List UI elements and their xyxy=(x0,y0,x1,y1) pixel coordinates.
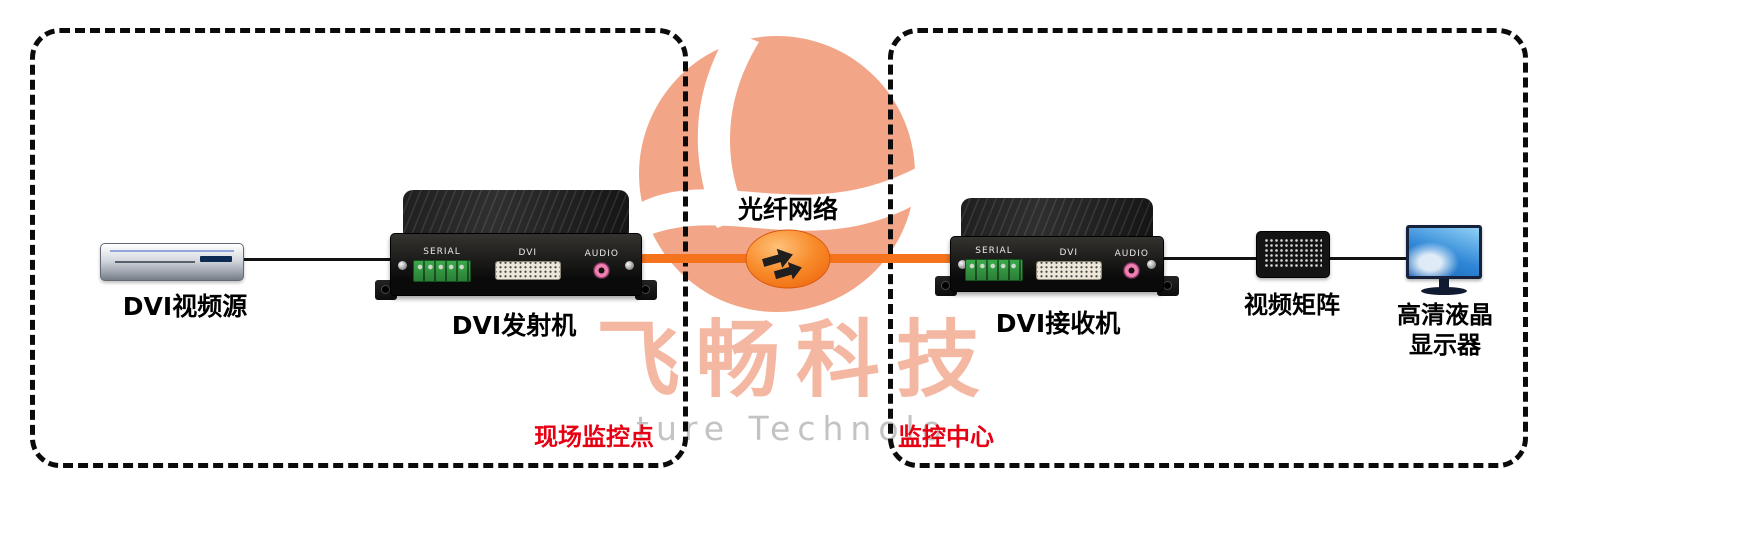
dvi-port: DVI xyxy=(494,248,561,281)
serial-terminal-block xyxy=(413,259,471,282)
monitor-label-line1: 高清液晶 xyxy=(1397,301,1493,329)
audio-port: AUDIO xyxy=(584,249,619,280)
matrix-vent-grid xyxy=(1264,238,1322,269)
dvd-display-panel xyxy=(200,255,232,262)
serial-terminal-block xyxy=(965,259,1023,281)
source-label: DVI视频源 xyxy=(122,292,248,321)
center-zone-label: 监控中心 xyxy=(898,423,994,451)
matrix-label: 视频矩阵 xyxy=(1244,291,1340,319)
site-zone-label: 现场监控点 xyxy=(534,423,654,451)
serial-port: SERIAL xyxy=(965,247,1023,281)
audio-jack xyxy=(593,262,611,280)
audio-jack xyxy=(1123,261,1141,279)
cable-source-to-transmitter xyxy=(240,258,392,261)
dvi-port-label: DVI xyxy=(1059,247,1079,258)
transmitter-front-panel: SERIAL DVI AUDIO xyxy=(390,233,642,296)
monitor-neck xyxy=(1439,279,1449,288)
serial-port-label: SERIAL xyxy=(975,246,1013,256)
dvi-connector xyxy=(1035,260,1102,280)
dvd-accent-strip xyxy=(109,250,235,253)
monitor-label-line2: 显示器 xyxy=(1409,331,1481,359)
screw-icon xyxy=(398,260,407,270)
hd-lcd-monitor-device xyxy=(1406,225,1482,301)
dvd-disc-tray xyxy=(115,260,195,263)
audio-port-label: AUDIO xyxy=(1114,248,1149,259)
dvi-transmitter-device: SERIAL DVI AUDIO xyxy=(375,190,657,302)
receiver-label: DVI接收机 xyxy=(995,309,1121,338)
center-zone-box xyxy=(888,28,1528,468)
dvi-port-label: DVI xyxy=(518,248,538,259)
receiver-front-panel: SERIAL DVI AUDIO xyxy=(950,236,1164,292)
screw-icon xyxy=(625,260,634,270)
cable-matrix-to-monitor xyxy=(1327,257,1410,260)
fiber-network-label: 光纤网络 xyxy=(737,195,838,224)
dvi-port: DVI xyxy=(1035,247,1102,280)
brand-name-watermark: 飞畅科技 xyxy=(596,311,997,409)
serial-port-label: SERIAL xyxy=(423,246,461,257)
fiber-network-icon xyxy=(745,229,831,289)
audio-port-label: AUDIO xyxy=(584,249,619,260)
screw-icon xyxy=(1147,260,1156,269)
video-matrix-device xyxy=(1256,231,1330,278)
screw-icon xyxy=(958,260,967,269)
transmitter-label: DVI发射机 xyxy=(451,311,577,340)
dvi-connector xyxy=(494,261,561,281)
monitor-frame xyxy=(1406,225,1482,279)
audio-port: AUDIO xyxy=(1114,248,1149,279)
dvi-video-source-device xyxy=(100,243,244,281)
cable-receiver-to-matrix xyxy=(1162,257,1258,260)
monitor-base xyxy=(1421,287,1467,295)
serial-port: SERIAL xyxy=(413,246,471,282)
monitor-screen xyxy=(1409,228,1479,276)
monitor-label: 高清液晶 显示器 xyxy=(1380,300,1510,360)
dvi-receiver-device: SERIAL DVI AUDIO xyxy=(935,198,1179,298)
brand-logo-watermark xyxy=(627,30,927,312)
transmitter-top-face xyxy=(402,190,630,242)
site-zone-box xyxy=(30,28,688,468)
